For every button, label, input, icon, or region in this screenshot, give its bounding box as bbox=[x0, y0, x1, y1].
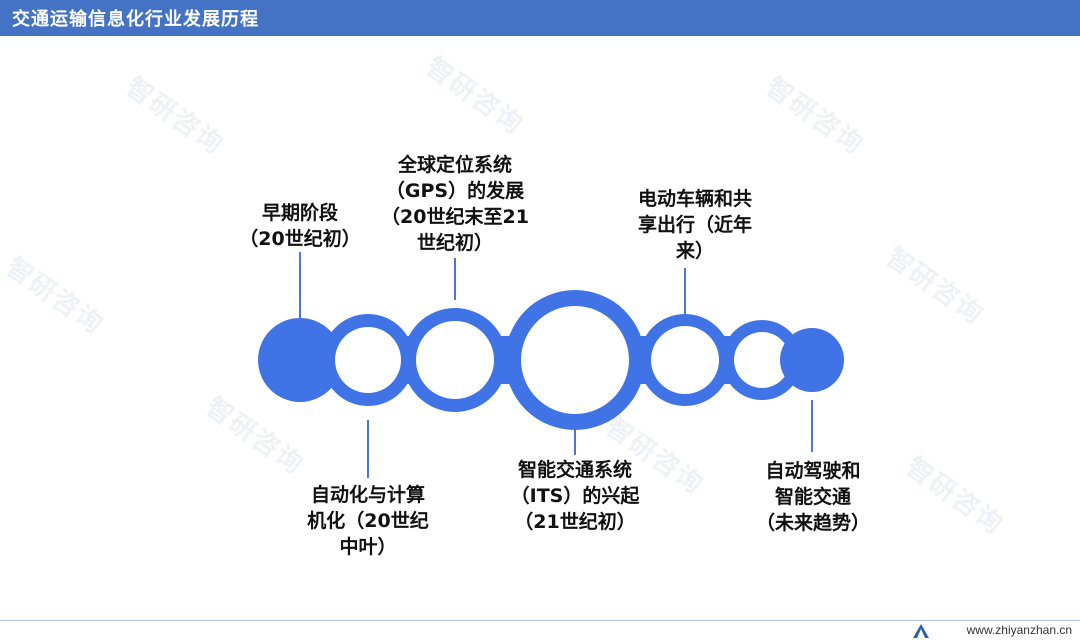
company-logo-icon bbox=[913, 624, 929, 638]
stage-label-line: 全球定位系统 bbox=[397, 154, 512, 176]
timeline-ring-inner bbox=[416, 321, 494, 399]
stage-label-line: （GPS）的发展 bbox=[385, 180, 525, 202]
page-title: 交通运输信息化行业发展历程 bbox=[12, 9, 259, 30]
stage-label-line: 机化（20世纪 bbox=[307, 510, 429, 532]
stage-label-line: 中叶） bbox=[339, 536, 397, 558]
stage-label-line: 智能交通系统 bbox=[517, 459, 632, 481]
stage-label-line: 早期阶段 bbox=[261, 202, 338, 224]
stage-label-line: 自动驾驶和 bbox=[765, 460, 861, 482]
stage-label-line: 智能交通 bbox=[774, 486, 851, 508]
timeline-ring-inner bbox=[521, 306, 629, 414]
footer-divider bbox=[0, 620, 1080, 621]
timeline-node-start bbox=[258, 318, 342, 402]
timeline-ring-inner bbox=[651, 326, 719, 394]
stage-label-ev-sharing: 电动车辆和共 享出行（近年 来） bbox=[610, 186, 780, 264]
stage-label-its: 智能交通系统 （ITS）的兴起 （21世纪初） bbox=[490, 457, 660, 535]
stage-label-line: 享出行（近年 bbox=[637, 214, 752, 236]
footer-url: www.zhiyanzhan.cn bbox=[966, 623, 1072, 637]
timeline-node-end bbox=[780, 328, 844, 392]
stage-label-line: （20世纪末至21 bbox=[381, 206, 529, 228]
stage-label-line: （21世纪初） bbox=[514, 511, 636, 533]
stage-label-line: （20世纪初） bbox=[239, 228, 361, 250]
stage-label-automation: 自动化与计算 机化（20世纪 中叶） bbox=[283, 482, 453, 560]
stage-label-line: 来） bbox=[675, 240, 714, 262]
stage-label-early: 早期阶段 （20世纪初） bbox=[215, 200, 385, 252]
stage-label-gps: 全球定位系统 （GPS）的发展 （20世纪末至21 世纪初） bbox=[370, 152, 540, 256]
timeline-ring-inner bbox=[335, 327, 401, 393]
stage-label-line: 电动车辆和共 bbox=[637, 188, 752, 210]
stage-label-line: 自动化与计算 bbox=[310, 484, 425, 506]
header-bar: 交通运输信息化行业发展历程 bbox=[0, 0, 1080, 36]
timeline-ring-inner bbox=[734, 332, 790, 388]
stage-label-autonomous: 自动驾驶和 智能交通 （未来趋势） bbox=[728, 458, 898, 536]
stage-label-line: （ITS）的兴起 bbox=[510, 485, 640, 507]
stage-label-line: （未来趋势） bbox=[755, 512, 870, 534]
stage-label-line: 世纪初） bbox=[416, 232, 493, 254]
